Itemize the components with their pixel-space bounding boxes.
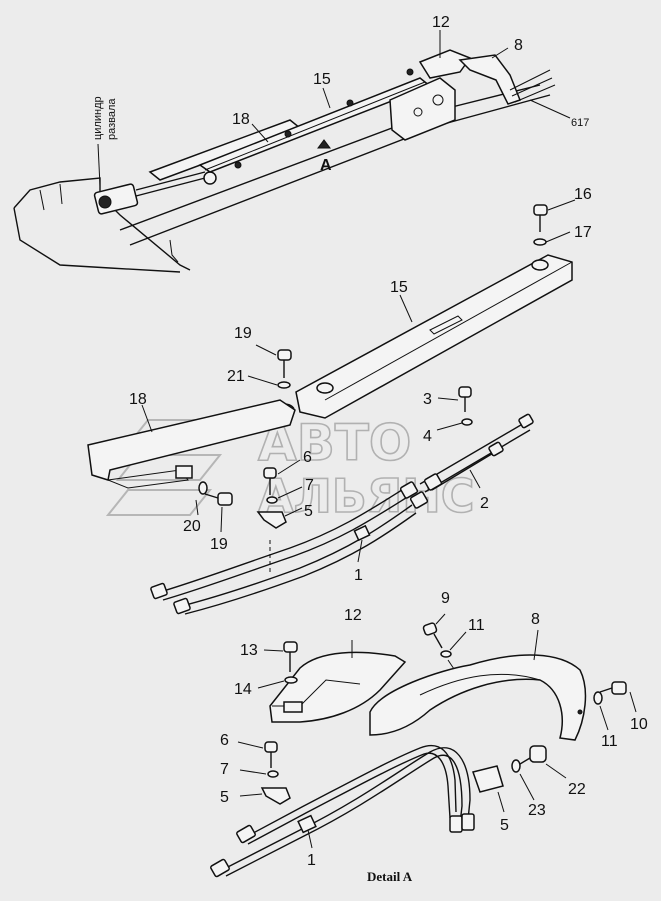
label-14: 14 [234,681,252,698]
label-8-top: 8 [514,37,523,54]
washer-11a [440,650,452,658]
washer-17 [533,238,547,246]
label-17: 17 [574,224,592,241]
washer-14 [284,676,298,684]
detail-A-labels: 9 11 8 12 13 14 10 11 6 7 5 22 23 5 1 De… [220,590,648,884]
hose-2 [419,421,527,485]
overview-labels: 12 8 15 18 A 617 цилиндр развала [92,14,589,174]
clamp-5b [260,787,291,805]
label-5a: 5 [304,503,313,520]
label-18-top: 18 [232,111,250,128]
washer-11b [593,691,603,705]
washer-23 [511,759,521,773]
bolt-13 [283,641,298,653]
guard-12-top [418,49,472,79]
cover-18 [87,399,296,481]
washer-21 [277,381,291,389]
label-3: 3 [423,391,432,408]
machine-body-outline [13,177,191,271]
label-16: 16 [574,186,592,203]
label-10: 10 [630,716,648,733]
label-21: 21 [227,368,245,385]
label-5c: 5 [500,817,509,834]
label-12: 12 [344,607,362,624]
clamp-5c [472,765,504,793]
label-13: 13 [240,642,258,659]
bolt-6a [263,467,277,479]
label-19a: 19 [234,325,252,342]
hose-1-detail-b [243,744,457,839]
label-6b: 6 [220,732,229,749]
label-23: 23 [528,802,546,819]
beam-slot [429,315,463,335]
label-12-top: 12 [432,14,450,31]
bolt-16 [533,204,548,216]
label-1a: 1 [354,567,363,584]
label-8: 8 [531,611,540,628]
guard-12 [269,651,407,723]
bolt-19b [217,492,233,506]
label-20: 20 [183,518,201,535]
label-4: 4 [423,428,432,445]
label-cyrillic-1: цилиндр [92,96,104,140]
label-A-top: A [320,157,332,174]
washer-7b [267,770,279,778]
bolt-6b [264,741,278,753]
label-11b: 11 [601,733,618,750]
label-cyrillic-2: развала [106,98,118,140]
label-18: 18 [129,391,147,408]
bolt-19a [277,349,292,361]
bracket [389,77,456,141]
hose-1-detail-a [221,747,471,871]
label-7b: 7 [220,761,229,778]
clamp-5a [256,511,287,529]
washer-4 [461,418,473,426]
overview-assembly [13,30,571,273]
exploded-view-middle [87,199,576,615]
label-1b: 1 [307,852,316,869]
exploded-view-labels: 16 17 15 19 21 18 3 4 6 7 5 2 20 19 1 [129,186,592,584]
label-15-top: 15 [313,71,331,88]
label-22: 22 [568,781,586,798]
bolt-10 [611,681,627,695]
guard-8-top [458,54,521,105]
bolt-22 [529,745,547,763]
label-7a: 7 [305,477,314,494]
view-arrow-A [317,139,331,149]
label-617: 617 [571,117,589,129]
detail-A-view [210,613,637,878]
label-11a: 11 [468,617,485,634]
watermark-line2: АЛЬЯНС [258,469,475,523]
label-15: 15 [390,279,408,296]
hose-1-b [181,504,413,607]
guard-8 [369,654,587,741]
label-9: 9 [441,590,450,607]
label-5b: 5 [220,789,229,806]
washer-20 [198,481,208,495]
label-19b: 19 [210,536,228,553]
washer-7a [266,496,278,504]
detail-A-caption: Detail A [367,869,413,884]
bolt-9 [422,622,438,636]
hose-1-a [159,487,406,593]
label-2: 2 [480,495,489,512]
label-6a: 6 [303,449,312,466]
bolt-3 [458,386,472,398]
